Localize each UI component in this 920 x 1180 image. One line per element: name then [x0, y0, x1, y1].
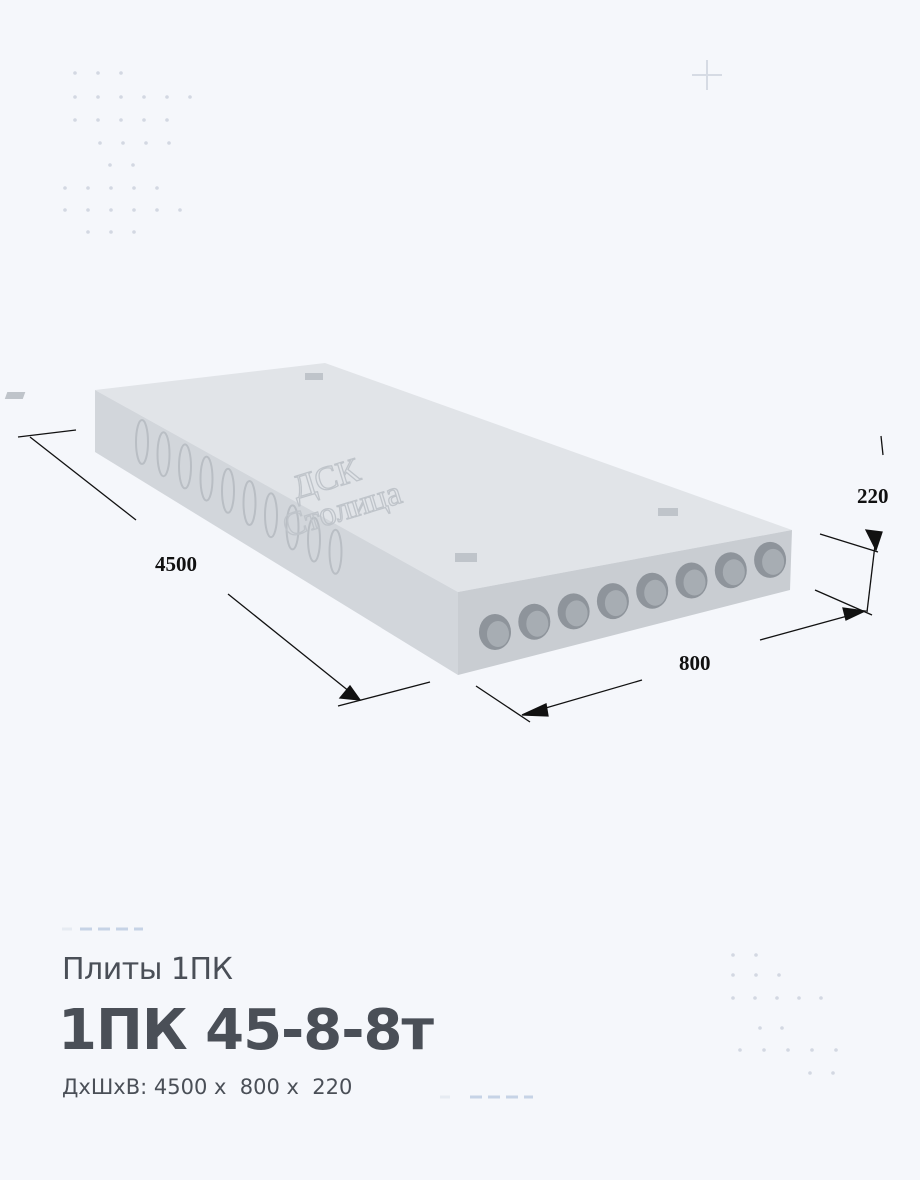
dot [777, 973, 781, 977]
width-dimension-label: 800 [679, 651, 711, 675]
side-groove [328, 528, 343, 575]
dot [731, 996, 735, 1000]
dot [738, 1048, 742, 1052]
core-hole-inner [487, 621, 509, 647]
side-groove [178, 443, 192, 490]
dot [96, 118, 100, 122]
dot [121, 141, 125, 145]
dot [119, 95, 123, 99]
core-hole-inner [762, 548, 785, 575]
dot [754, 973, 758, 977]
dot [142, 95, 146, 99]
dot [165, 95, 169, 99]
dot [109, 208, 113, 212]
dot [758, 1026, 762, 1030]
dot [188, 95, 192, 99]
dot [165, 118, 169, 122]
dot [132, 230, 136, 234]
dot [155, 186, 159, 190]
dot [63, 208, 67, 212]
dot [73, 71, 77, 75]
slab-top-face [95, 363, 792, 592]
product-dimensions: ДхШхВ: 4500 х 800 х 220 [62, 1075, 353, 1099]
dot [762, 1048, 766, 1052]
dot [86, 208, 90, 212]
side-groove [307, 516, 321, 563]
hollow-core-slab: ДСК Столица [4, 363, 792, 675]
dot [86, 186, 90, 190]
dot [108, 163, 112, 167]
dot [831, 1071, 835, 1075]
core-hole-inner [565, 600, 588, 627]
dot [73, 118, 77, 122]
dot [119, 118, 123, 122]
product-category: Плиты 1ПК [62, 952, 233, 987]
side-groove [221, 467, 235, 514]
side-groove [264, 492, 278, 539]
core-hole-inner [604, 590, 627, 617]
dot [98, 141, 102, 145]
slab-side-face [95, 390, 458, 675]
side-groove [242, 480, 257, 526]
dot [132, 208, 136, 212]
dot [132, 186, 136, 190]
dot [142, 118, 146, 122]
dot [178, 208, 182, 212]
core-hole-inner [722, 559, 745, 586]
dot [786, 1048, 790, 1052]
side-groove [156, 431, 171, 478]
dot [780, 1026, 784, 1030]
dot [109, 230, 113, 234]
side-groove [199, 455, 214, 502]
dot [96, 71, 100, 75]
core-hole-inner [644, 579, 667, 606]
decorative-dashes [62, 927, 533, 1099]
dot [754, 953, 758, 957]
dot [731, 973, 735, 977]
dot [96, 95, 100, 99]
dot [808, 1071, 812, 1075]
dot [731, 953, 735, 957]
dimension-lines [17, 429, 884, 723]
decorative-dots [63, 71, 838, 1075]
dot [131, 163, 135, 167]
side-groove [285, 504, 300, 551]
dot [797, 996, 801, 1000]
dot [753, 996, 757, 1000]
dot [819, 996, 823, 1000]
core-hole-inner [526, 610, 549, 637]
length-dimension-label: 4500 [155, 552, 197, 576]
height-dimension-label: 220 [857, 484, 889, 508]
product-title: 1ПК 45-8-8т [58, 998, 434, 1063]
dot [167, 141, 171, 145]
dot [109, 186, 113, 190]
core-hole-inner [683, 569, 706, 596]
dot [810, 1048, 814, 1052]
lifting-loops [4, 373, 678, 562]
dot [73, 95, 77, 99]
dot [155, 208, 159, 212]
dot [775, 996, 779, 1000]
dot [63, 186, 67, 190]
dot [834, 1048, 838, 1052]
dot [86, 230, 90, 234]
plus-icon [692, 60, 722, 90]
dot [119, 71, 123, 75]
side-groove [135, 419, 149, 465]
dot [144, 141, 148, 145]
